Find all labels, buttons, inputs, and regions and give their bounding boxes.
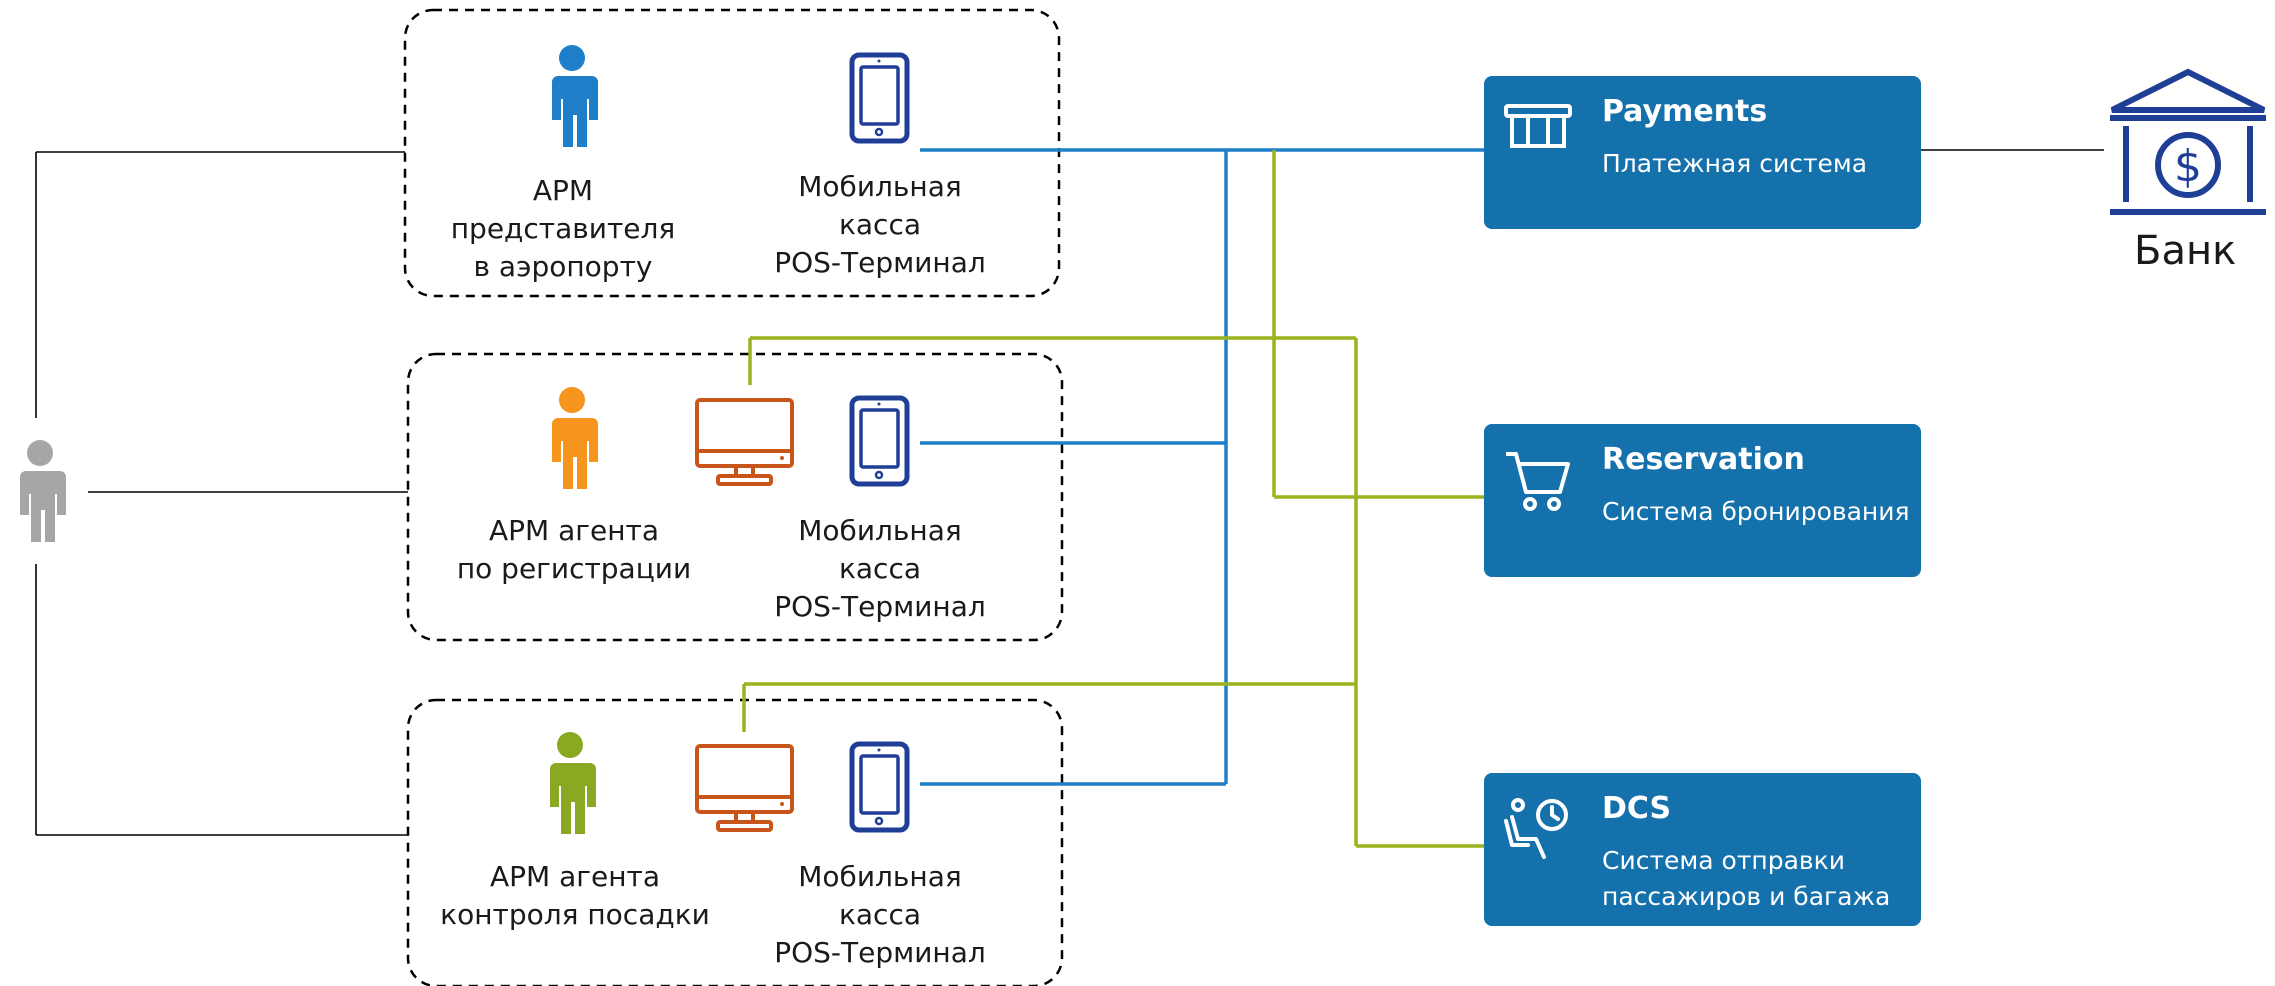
user-connector-lines <box>35 151 408 836</box>
group-box-checkin-agent <box>406 352 1064 642</box>
label-line: касса <box>838 898 922 931</box>
dcs-system-box: DCS Система отправки пассажиров и багажа <box>1484 773 1921 926</box>
system-title: Reservation <box>1602 442 1805 477</box>
label-line: Мобильная <box>798 514 962 547</box>
label-line: POS-Терминал <box>774 936 986 969</box>
reservation-system-box: Reservation Система бронирования <box>1484 424 1921 577</box>
subtitle-line: Платежная система <box>1602 149 1868 178</box>
subtitle-line: пассажиров и багажа <box>1602 882 1891 911</box>
airport-rep-person-icon <box>552 45 598 147</box>
bank-label: Банк <box>2134 228 2237 274</box>
system-subtitle: Система отправки пассажиров и багажа <box>1602 843 1890 915</box>
boarding-agent-person-icon <box>550 732 596 834</box>
label-line: Мобильная <box>798 860 962 893</box>
monitor-icon <box>695 744 794 832</box>
checkin-agent-label: АРМ агента по регистрации <box>444 512 704 588</box>
system-subtitle: Платежная система <box>1602 146 1867 182</box>
subtitle-line: Система отправки <box>1602 846 1845 875</box>
system-title: DCS <box>1602 791 1672 826</box>
shopping-cart-icon <box>1506 452 1570 511</box>
seat-clock-icon <box>1504 798 1568 859</box>
mobile-pos-icon <box>849 395 910 487</box>
label-line: АРМ агента <box>489 514 659 547</box>
bank-dollar-glyph: $ <box>2174 141 2202 192</box>
mobile-pos-icon <box>849 52 910 144</box>
mobile-pos-label: Мобильная касса POS-Терминал <box>760 168 1000 282</box>
label-line: представителя <box>450 212 676 245</box>
label-line: контроля посадки <box>440 898 710 931</box>
boarding-agent-label: АРМ агента контроля посадки <box>440 858 710 934</box>
monitor-icon <box>695 398 794 486</box>
system-subtitle: Система бронирования <box>1602 494 1910 530</box>
label-line: касса <box>838 208 922 241</box>
label-line: касса <box>838 552 922 585</box>
mobile-pos-label: Мобильная касса POS-Терминал <box>760 858 1000 972</box>
label-line: POS-Терминал <box>774 246 986 279</box>
subtitle-line: Система бронирования <box>1602 497 1910 526</box>
label-line: в аэропорту <box>473 250 653 283</box>
label-line: по регистрации <box>456 552 692 585</box>
mobile-pos-icon <box>849 741 910 833</box>
bank-icon <box>2110 68 2266 215</box>
blue-connection-lines <box>920 148 1484 786</box>
label-line: АРМ агента <box>490 860 660 893</box>
system-title: Payments <box>1602 94 1768 129</box>
label-line: АРМ <box>532 174 594 207</box>
card-reader-icon <box>1504 104 1572 148</box>
group-box-airport-rep <box>403 8 1061 298</box>
payments-system-box: Payments Платежная система <box>1484 76 1921 229</box>
label-line: POS-Терминал <box>774 590 986 623</box>
user-icon <box>20 440 66 542</box>
label-line: Мобильная <box>798 170 962 203</box>
airport-rep-label: АРМ представителя в аэропорту <box>440 172 686 286</box>
checkin-agent-person-icon <box>552 387 598 489</box>
green-connection-lines <box>742 150 1484 848</box>
mobile-pos-label: Мобильная касса POS-Терминал <box>760 512 1000 626</box>
group-box-boarding-agent <box>406 698 1064 986</box>
